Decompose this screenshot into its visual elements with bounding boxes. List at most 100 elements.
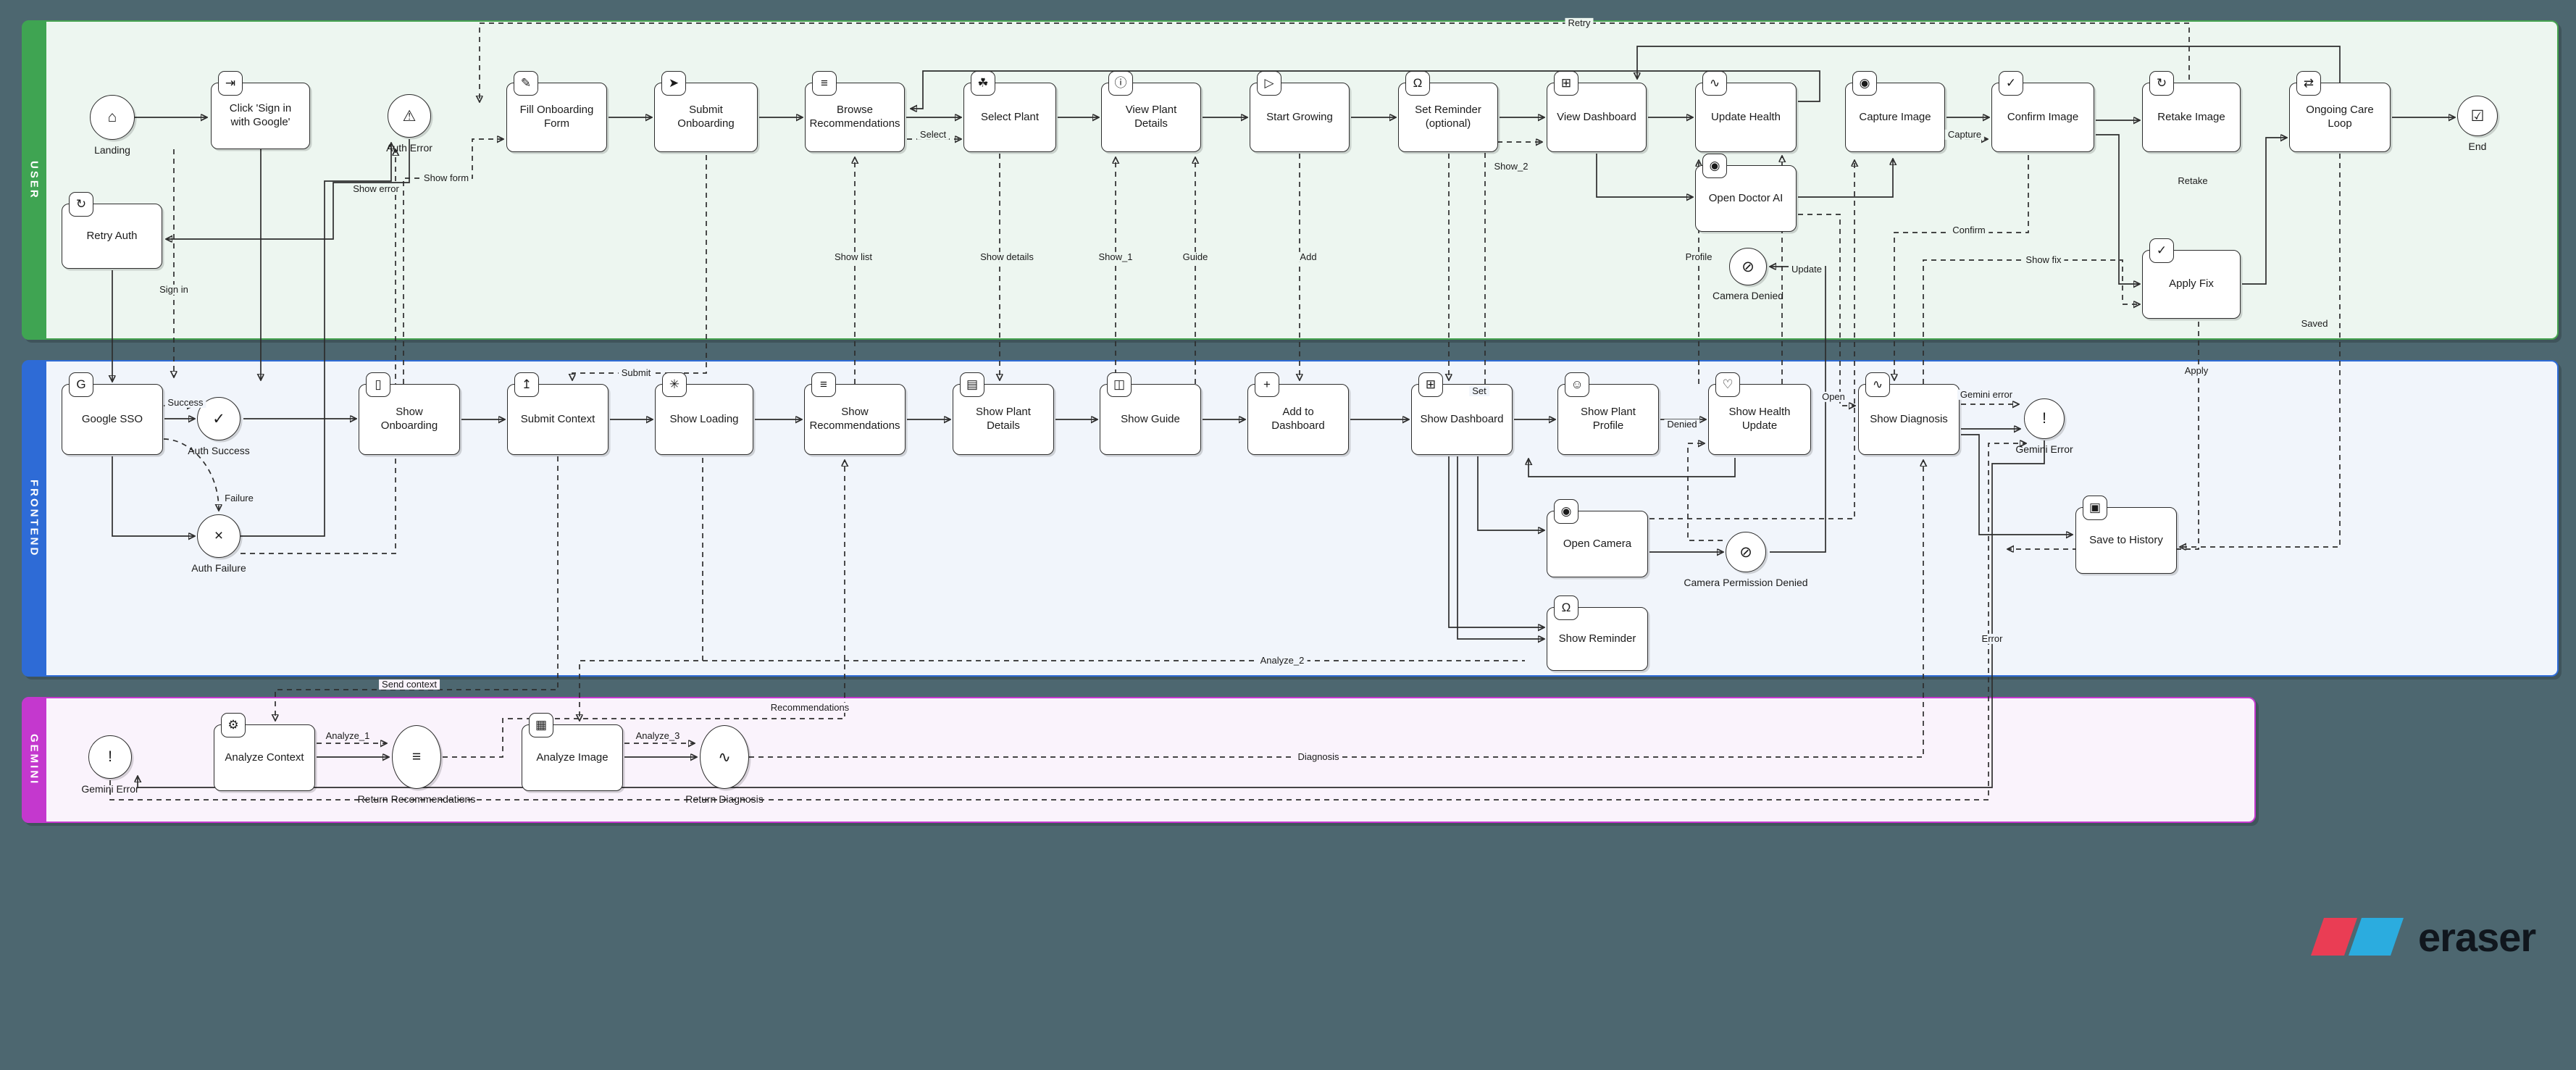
edge-label-recommendations: Recommendations (766, 702, 853, 714)
node-show-dashboard[interactable]: ⊞Show Dashboard (1411, 372, 1513, 455)
edge-label-saved: Saved (2298, 318, 2331, 330)
node-show-recommendations[interactable]: ≡Show Recommendations (804, 372, 906, 455)
list-icon: ≡ (811, 372, 836, 397)
info-icon: ⓘ (1108, 71, 1133, 96)
node-return-diagnosis[interactable]: ∿Return Diagnosis (685, 725, 764, 805)
node-retry-auth[interactable]: ↻Retry Auth (62, 192, 162, 269)
node-submit-context[interactable]: ↥ Submit Context (507, 372, 609, 455)
node-show-guide[interactable]: ◫Show Guide (1100, 372, 1201, 455)
node-analyze-context[interactable]: ⚙ Analyze Context (214, 713, 315, 791)
node-gemini-error-frontend[interactable]: !Gemini Error (2015, 398, 2073, 455)
alert-octagon-icon: ! (108, 748, 112, 765)
node-view-dashboard[interactable]: ⊞View Dashboard (1547, 71, 1647, 152)
node-label: End (2468, 141, 2487, 152)
node-landing[interactable]: ⌂Landing (90, 95, 135, 156)
node-label: Capture Image (1859, 110, 1931, 123)
node-show-plant-profile[interactable]: ☺Show Plant Profile (1557, 372, 1659, 455)
logo-red-shape (2311, 918, 2357, 956)
node-auth-failure[interactable]: ×Auth Failure (191, 514, 246, 574)
node-label: Ongoing Care Loop (2306, 104, 2374, 130)
lane-frontend-bar: FRONTEND (22, 360, 46, 677)
check-icon: ✓ (1999, 71, 2023, 96)
node-show-diagnosis[interactable]: ∿Show Diagnosis (1858, 372, 1960, 455)
lane-user-label: USER (28, 160, 41, 200)
node-label: Gemini Error (2015, 443, 2073, 455)
node-capture-image[interactable]: ◉Capture Image (1845, 71, 1945, 152)
edge-label-open: Open (1819, 391, 1848, 403)
edge-label-guide: Guide (1179, 251, 1211, 263)
node-gemini-error-gemini[interactable]: ! Gemini Error (81, 735, 139, 795)
file-text-icon: ▤ (960, 372, 984, 397)
node-end[interactable]: ☑End (2457, 96, 2498, 152)
node-label: Show Onboarding (380, 406, 438, 432)
lane-gemini-label: GEMINI (28, 734, 41, 786)
node-camera-denied[interactable]: ⊘Camera Denied (1713, 248, 1783, 301)
node-label: Camera Denied (1712, 290, 1784, 301)
node-ongoing-care-loop[interactable]: ⇄ Ongoing Care Loop (2289, 71, 2391, 152)
repeat-icon: ⇄ (2296, 71, 2321, 96)
node-camera-permission-denied[interactable]: ⊘Camera Permission Denied (1684, 532, 1808, 588)
lane-user-bar: USER (22, 20, 46, 340)
node-show-onboarding[interactable]: ▯Show Onboarding (359, 372, 460, 455)
grid-icon: ⊞ (1554, 71, 1578, 96)
node-label: Confirm Image (2007, 110, 2079, 123)
leaf-icon: ☘ (971, 71, 995, 96)
node-label: Show Plant Profile (1581, 406, 1636, 432)
node-label: Analyze Context (225, 751, 304, 764)
node-save-to-history[interactable]: ▣Save to History (2075, 496, 2177, 574)
save-icon: ▣ (2083, 496, 2107, 520)
node-confirm-image[interactable]: ✓ Confirm Image (1991, 71, 2094, 152)
node-show-plant-details[interactable]: ▤Show Plant Details (953, 372, 1054, 455)
upload-icon: ↥ (514, 372, 539, 397)
activity-icon: ∿ (1865, 372, 1890, 397)
refresh-icon: ↻ (2149, 71, 2174, 96)
node-open-doctor-ai[interactable]: ◉Open Doctor AI (1695, 154, 1797, 232)
node-label: Retry Auth (86, 229, 138, 242)
play-icon: ▷ (1257, 71, 1281, 96)
node-click-sign-in[interactable]: ⇥Click 'Sign in with Google' (211, 71, 310, 149)
node-label: Show Health Update (1728, 406, 1791, 432)
node-update-health[interactable]: ∿Update Health (1695, 71, 1797, 152)
send-icon: ➤ (661, 71, 686, 96)
node-auth-error[interactable]: ⚠Auth Error (386, 94, 432, 154)
node-show-loading[interactable]: ✳Show Loading (655, 372, 753, 455)
node-label: Submit Context (520, 412, 595, 425)
check-circle-icon: ✓ (2149, 238, 2174, 263)
node-show-health-update[interactable]: ♡Show Health Update (1708, 372, 1811, 455)
bell-icon: Ω (1405, 71, 1430, 96)
node-start-growing[interactable]: ▷Start Growing (1250, 71, 1350, 152)
node-submit-onboarding[interactable]: ➤Submit Onboarding (654, 71, 758, 152)
node-fill-onboarding-form[interactable]: ✎ Fill Onboarding Form (506, 71, 607, 152)
lane-gemini[interactable]: GEMINI (22, 697, 2256, 823)
node-label: Fill Onboarding Form (519, 104, 594, 130)
edge-label-failure: Failure (222, 493, 256, 504)
edge-label-send-context: Send context (379, 679, 440, 690)
edge-label-profile: Profile (1682, 251, 1715, 263)
node-retake-image[interactable]: ↻Retake Image (2142, 71, 2241, 152)
cpu-icon: ⚙ (221, 713, 246, 737)
node-add-to-dashboard[interactable]: +Add to Dashboard (1247, 372, 1349, 455)
image-icon: ▦ (529, 713, 553, 737)
edge-label-show-2: Show_2 (1491, 161, 1531, 172)
node-open-camera[interactable]: ◉Open Camera (1547, 499, 1648, 577)
camera-icon: ◉ (1702, 154, 1727, 178)
edit-icon: ✎ (514, 71, 538, 96)
node-apply-fix[interactable]: ✓Apply Fix (2142, 238, 2241, 319)
eraser-logo-text: eraser (2418, 914, 2536, 960)
node-browse-recommendations[interactable]: ≡Browse Recommendations (805, 71, 905, 152)
eraser-logo: eraser (2311, 914, 2536, 960)
node-label: Add to Dashboard (1271, 406, 1325, 432)
edge-label-confirm: Confirm (1949, 225, 1989, 236)
edge-label-denied: Denied (1664, 419, 1700, 430)
edge-label-analyze-1: Analyze_1 (322, 730, 373, 742)
node-return-recommendations[interactable]: ≡Return Recommendations (358, 725, 475, 805)
node-select-plant[interactable]: ☘Select Plant (963, 71, 1056, 152)
edge-label-apply: Apply (2181, 365, 2212, 377)
edge-label-success: Success (164, 397, 206, 409)
node-analyze-image[interactable]: ▦Analyze Image (522, 713, 623, 791)
node-label: Gemini Error (81, 783, 139, 795)
